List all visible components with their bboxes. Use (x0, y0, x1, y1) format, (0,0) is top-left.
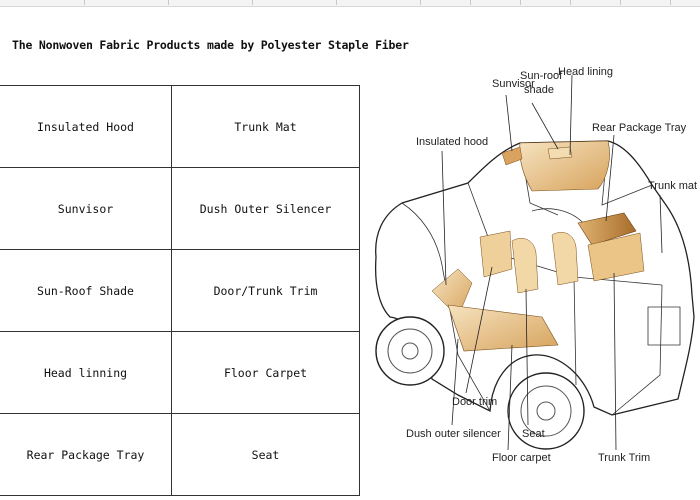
table-row: Insulated Hood Trunk Mat (0, 85, 360, 168)
label-trunk-trim: Trunk Trim (598, 452, 650, 464)
table-cell: Trunk Mat (171, 85, 360, 168)
seat-shape (511, 238, 539, 294)
label-sunroof-line2: shade (524, 84, 554, 96)
label-trunk-mat: Trunk mat (648, 180, 697, 192)
rear-wheel (507, 372, 585, 450)
label-sunvisor: Sunvisor (492, 78, 535, 90)
rear-package-tray-shape (577, 212, 637, 246)
label-dush-outer-silencer: Dush outer silencer (406, 428, 501, 440)
page-title: The Nonwoven Fabric Products made by Pol… (12, 38, 409, 52)
rear-seat-shape (551, 232, 579, 286)
sunroof-shade-shape (547, 146, 573, 160)
products-table: Insulated Hood Trunk Mat Sunvisor Dush O… (0, 85, 360, 496)
table-cell: Seat (171, 413, 360, 496)
trunk-trim-shape (587, 232, 645, 282)
table-cell: Head linning (0, 331, 172, 414)
table-cell: Sunvisor (0, 167, 172, 250)
label-floor-carpet: Floor carpet (492, 452, 551, 464)
label-insulated-hood: Insulated hood (416, 136, 488, 148)
table-cell: Rear Package Tray (0, 413, 172, 496)
table-row: Sunvisor Dush Outer Silencer (0, 167, 360, 250)
table-cell: Dush Outer Silencer (171, 167, 360, 250)
label-rear-package-tray: Rear Package Tray (592, 122, 687, 134)
callout-labels: Sunvisor Sun-roof shade Head lining Rear… (406, 66, 697, 464)
table-cell: Floor Carpet (171, 331, 360, 414)
table-row: Sun-Roof Shade Door/Trunk Trim (0, 249, 360, 332)
label-sunroof-line1: Sun-roof (520, 70, 563, 82)
label-door-trim: Door trim (452, 396, 497, 408)
interior-components (431, 140, 645, 352)
sunvisor-shape (501, 146, 523, 166)
leader-lines (441, 74, 663, 451)
floor-carpet-shape (447, 304, 559, 352)
table-row: Rear Package Tray Seat (0, 413, 360, 496)
table-row: Head linning Floor Carpet (0, 331, 360, 414)
table-cell: Insulated Hood (0, 85, 172, 168)
front-wheel (375, 316, 445, 386)
wheels (375, 316, 585, 450)
car-cutaway-diagram: Sunvisor Sun-roof shade Head lining Rear… (374, 66, 697, 464)
label-head-lining: Head lining (558, 66, 613, 78)
table-cell: Door/Trunk Trim (171, 249, 360, 332)
label-seat: Seat (522, 428, 545, 440)
table-cell: Sun-Roof Shade (0, 249, 172, 332)
door-trim-shape (479, 230, 513, 278)
spreadsheet-header-strip (0, 0, 700, 7)
